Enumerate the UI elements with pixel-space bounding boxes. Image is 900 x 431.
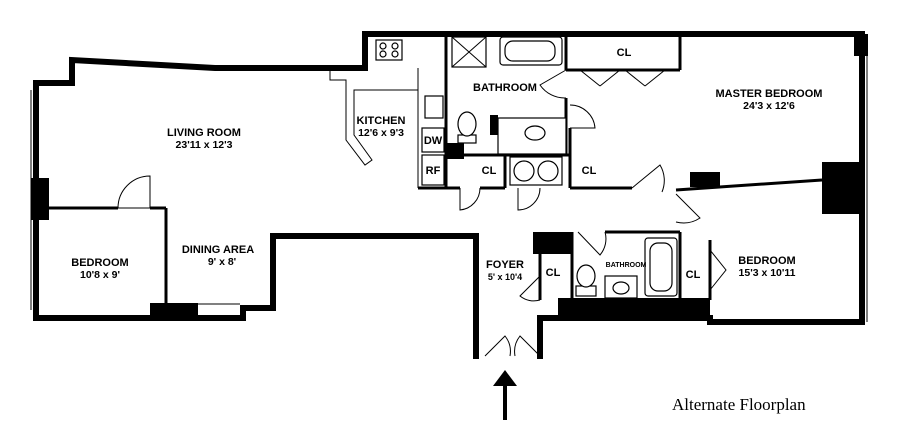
foyer-label: FOYER [486,259,524,271]
foyer-dims: 5' x 10'4 [488,272,522,282]
bedroom-left-label: BEDROOM [71,257,128,269]
bedroom-left-dims: 10'8 x 9' [80,269,120,281]
entrance-arrow-icon [493,370,517,420]
kitchen-dims: 12'6 x 9'3 [358,127,404,139]
dining-area-dims: 9' x 8' [208,256,236,268]
floorplan-caption: Alternate Floorplan [672,395,806,414]
door-swings [117,69,727,357]
master-bedroom-label: MASTER BEDROOM [716,88,823,100]
room-labels: LIVING ROOM 23'11 x 12'3 KITCHEN 12'6 x … [71,47,822,282]
closet-label: CL [546,267,561,279]
kitchen-label: KITCHEN [357,115,406,127]
fixtures [375,36,678,299]
dishwasher-label: DW [424,135,443,147]
closet-label: CL [617,47,632,59]
closet-label: CL [582,165,597,177]
structural-columns [31,34,868,321]
dining-area-label: DINING AREA [182,244,254,256]
closet-label: CL [482,165,497,177]
bedroom-right-dims: 15'3 x 10'11 [739,267,796,279]
bathroom-small-label: BATHROOM [606,262,647,269]
closet-label: CL [686,269,701,281]
living-room-label: LIVING ROOM [167,127,241,139]
master-bedroom-dims: 24'3 x 12'6 [743,100,795,112]
bathroom-main-label: BATHROOM [473,82,537,94]
living-room-dims: 23'11 x 12'3 [176,139,233,151]
refrigerator-label: RF [426,165,441,177]
bedroom-right-label: BEDROOM [738,255,795,267]
